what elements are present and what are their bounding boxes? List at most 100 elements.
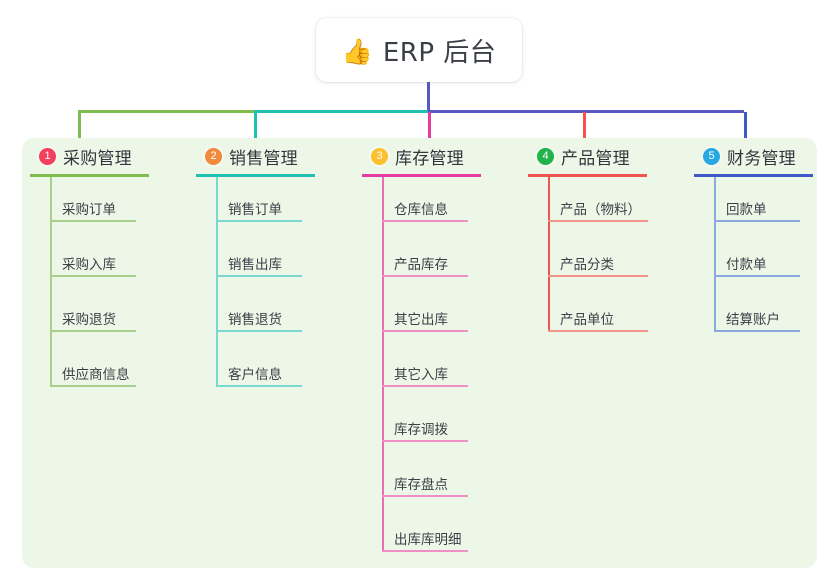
- drop-connector-3: [428, 112, 431, 143]
- leaf-item[interactable]: 产品库存: [362, 232, 481, 287]
- leaf-item[interactable]: 其它出库: [362, 287, 481, 342]
- thumbs-up-icon: 👍: [341, 36, 373, 66]
- leaf-item-label: 其它入库: [394, 367, 448, 383]
- branch-header-3[interactable]: 3 库存管理: [362, 143, 481, 169]
- branch-underline: [30, 174, 149, 177]
- root-node-card[interactable]: 👍 ERP 后台: [316, 18, 522, 82]
- drop-connector-1: [78, 112, 81, 143]
- branch-title: 财务管理: [727, 148, 796, 169]
- branch-underline: [694, 174, 813, 177]
- root-stem-connector: [427, 82, 430, 112]
- leaf-item-label: 仓库信息: [394, 202, 448, 218]
- leaf-item[interactable]: 采购入库: [30, 232, 149, 287]
- branch-number-badge: 5: [703, 147, 720, 165]
- branch-underline: [362, 174, 481, 177]
- leaf-item[interactable]: 客户信息: [196, 342, 315, 397]
- leaf-item-label: 产品（物料）: [560, 202, 641, 218]
- leaf-item-underline: [714, 275, 800, 277]
- leaf-item[interactable]: 库存盘点: [362, 452, 481, 507]
- leaf-item-underline: [216, 330, 302, 332]
- leaf-item-label: 其它出库: [394, 312, 448, 328]
- leaf-item[interactable]: 付款单: [694, 232, 813, 287]
- leaf-item-underline: [714, 330, 800, 332]
- leaf-item-underline: [382, 495, 468, 497]
- leaf-item[interactable]: 销售出库: [196, 232, 315, 287]
- branch-underline: [196, 174, 315, 177]
- leaf-item[interactable]: 其它入库: [362, 342, 481, 397]
- branch-spine: [216, 177, 218, 387]
- leaf-item-label: 采购订单: [62, 202, 116, 218]
- drop-connector-2: [254, 112, 257, 143]
- leaf-item-underline: [50, 330, 136, 332]
- leaf-item[interactable]: 结算账户: [694, 287, 813, 342]
- branch-spine: [714, 177, 716, 332]
- leaf-item[interactable]: 产品分类: [528, 232, 648, 287]
- drop-connector-4: [583, 112, 586, 143]
- leaf-item-underline: [382, 330, 468, 332]
- leaf-item-underline: [216, 220, 302, 222]
- drop-connector-5: [744, 112, 747, 143]
- branch-header-1[interactable]: 1 采购管理: [30, 143, 149, 169]
- branch-title: 库存管理: [395, 148, 464, 169]
- leaf-item-underline: [382, 220, 468, 222]
- branch-leaf-list: 仓库信息产品库存其它出库其它入库库存调拨库存盘点出库库明细: [362, 177, 481, 562]
- leaf-item-label: 库存调拨: [394, 422, 448, 438]
- leaf-item-label: 回款单: [726, 202, 767, 218]
- branch-number-badge: 2: [205, 147, 222, 165]
- branch-leaf-list: 产品（物料） 产品分类产品单位: [528, 177, 648, 342]
- branch-header-4[interactable]: 4 产品管理: [528, 143, 647, 169]
- leaf-item-underline: [382, 440, 468, 442]
- leaf-item-label: 产品单位: [560, 312, 614, 328]
- leaf-item-underline: [382, 550, 468, 552]
- leaf-item[interactable]: 产品（物料）: [528, 177, 648, 232]
- leaf-item-label: 出库库明细: [394, 532, 462, 548]
- branch-column-1: 1 采购管理采购订单采购入库采购退货供应商信息: [30, 143, 149, 397]
- leaf-item-underline: [382, 275, 468, 277]
- branch-column-3: 3 库存管理仓库信息产品库存其它出库其它入库库存调拨库存盘点出库库明细: [362, 143, 481, 562]
- branch-column-4: 4 产品管理产品（物料） 产品分类产品单位: [528, 143, 648, 342]
- leaf-item-underline: [714, 220, 800, 222]
- leaf-item-label: 供应商信息: [62, 367, 130, 383]
- branch-spine: [50, 177, 52, 387]
- branch-title: 产品管理: [561, 148, 630, 169]
- branch-spine: [382, 177, 384, 552]
- branch-underline: [528, 174, 647, 177]
- leaf-item-label: 产品分类: [560, 257, 614, 273]
- leaf-item[interactable]: 仓库信息: [362, 177, 481, 232]
- branch-leaf-list: 销售订单销售出库销售退货客户信息: [196, 177, 315, 397]
- leaf-item[interactable]: 回款单: [694, 177, 813, 232]
- bus-purple: [428, 110, 744, 113]
- leaf-item-label: 销售退货: [228, 312, 282, 328]
- branch-title: 采购管理: [63, 148, 132, 169]
- leaf-item-label: 采购退货: [62, 312, 116, 328]
- leaf-item-underline: [216, 385, 302, 387]
- leaf-item[interactable]: 销售订单: [196, 177, 315, 232]
- leaf-item-underline: [548, 330, 648, 332]
- leaf-item-label: 结算账户: [726, 312, 780, 328]
- leaf-item-underline: [216, 275, 302, 277]
- branch-number-badge: 3: [371, 147, 388, 165]
- leaf-item-underline: [382, 385, 468, 387]
- leaf-item-underline: [50, 275, 136, 277]
- leaf-item[interactable]: 产品单位: [528, 287, 648, 342]
- leaf-item[interactable]: 库存调拨: [362, 397, 481, 452]
- leaf-item[interactable]: 采购订单: [30, 177, 149, 232]
- leaf-item-underline: [548, 275, 648, 277]
- leaf-item-label: 销售订单: [228, 202, 282, 218]
- branch-number-badge: 1: [39, 147, 56, 165]
- leaf-item[interactable]: 出库库明细: [362, 507, 481, 562]
- leaf-item-label: 产品库存: [394, 257, 448, 273]
- leaf-item[interactable]: 供应商信息: [30, 342, 149, 397]
- leaf-item[interactable]: 销售退货: [196, 287, 315, 342]
- bus-teal: [254, 110, 428, 113]
- branch-column-5: 5 财务管理回款单付款单结算账户: [694, 143, 813, 342]
- branch-number-badge: 4: [537, 147, 554, 165]
- leaf-item-label: 付款单: [726, 257, 767, 273]
- branch-header-5[interactable]: 5 财务管理: [694, 143, 813, 169]
- leaf-item-label: 采购入库: [62, 257, 116, 273]
- root-node-title: ERP 后台: [382, 37, 497, 68]
- leaf-item[interactable]: 采购退货: [30, 287, 149, 342]
